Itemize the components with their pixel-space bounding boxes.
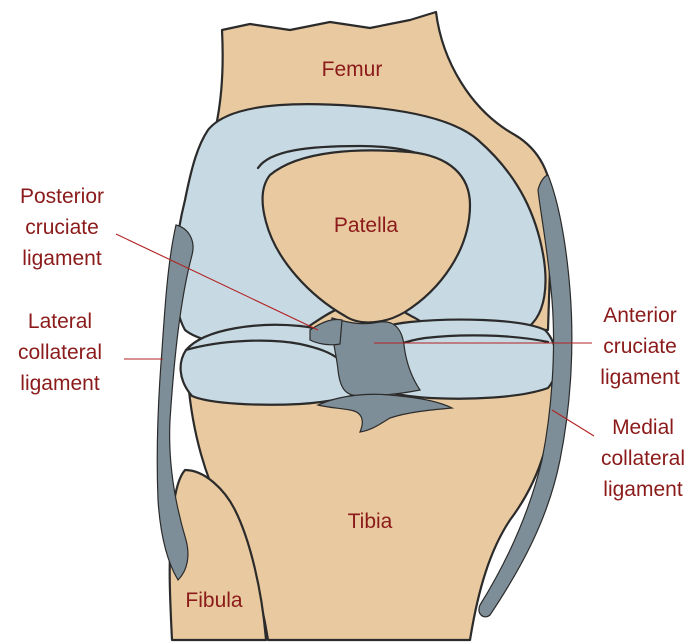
medial-collateral-line-1: Medial bbox=[612, 416, 674, 439]
medial-collateral-line-2: collateral bbox=[601, 447, 685, 470]
femur-label: Femur bbox=[322, 58, 383, 81]
anterior-cruciate-label: Anterior cruciate ligament bbox=[600, 304, 680, 389]
lateral-collateral-line-3: ligament bbox=[20, 372, 100, 395]
posterior-cruciate-line-2: cruciate bbox=[25, 216, 99, 239]
medial-collateral-label: Medial collateral ligament bbox=[601, 416, 685, 501]
medial-collateral-line-3: ligament bbox=[603, 478, 683, 501]
anterior-cruciate-line-3: ligament bbox=[600, 366, 680, 389]
patella-label: Patella bbox=[334, 214, 399, 237]
posterior-cruciate-line-3: ligament bbox=[22, 247, 102, 270]
anterior-cruciate-line-1: Anterior bbox=[603, 304, 677, 327]
lateral-collateral-line-1: Lateral bbox=[28, 310, 92, 333]
tibia-label: Tibia bbox=[348, 510, 393, 533]
lateral-collateral-line-2: collateral bbox=[18, 341, 102, 364]
posterior-cruciate-label: Posterior cruciate ligament bbox=[20, 185, 104, 270]
posterior-cruciate-line-1: Posterior bbox=[20, 185, 104, 208]
fibula-label: Fibula bbox=[185, 589, 243, 612]
anterior-cruciate-line-2: cruciate bbox=[603, 335, 677, 358]
lateral-collateral-label: Lateral collateral ligament bbox=[18, 310, 102, 395]
